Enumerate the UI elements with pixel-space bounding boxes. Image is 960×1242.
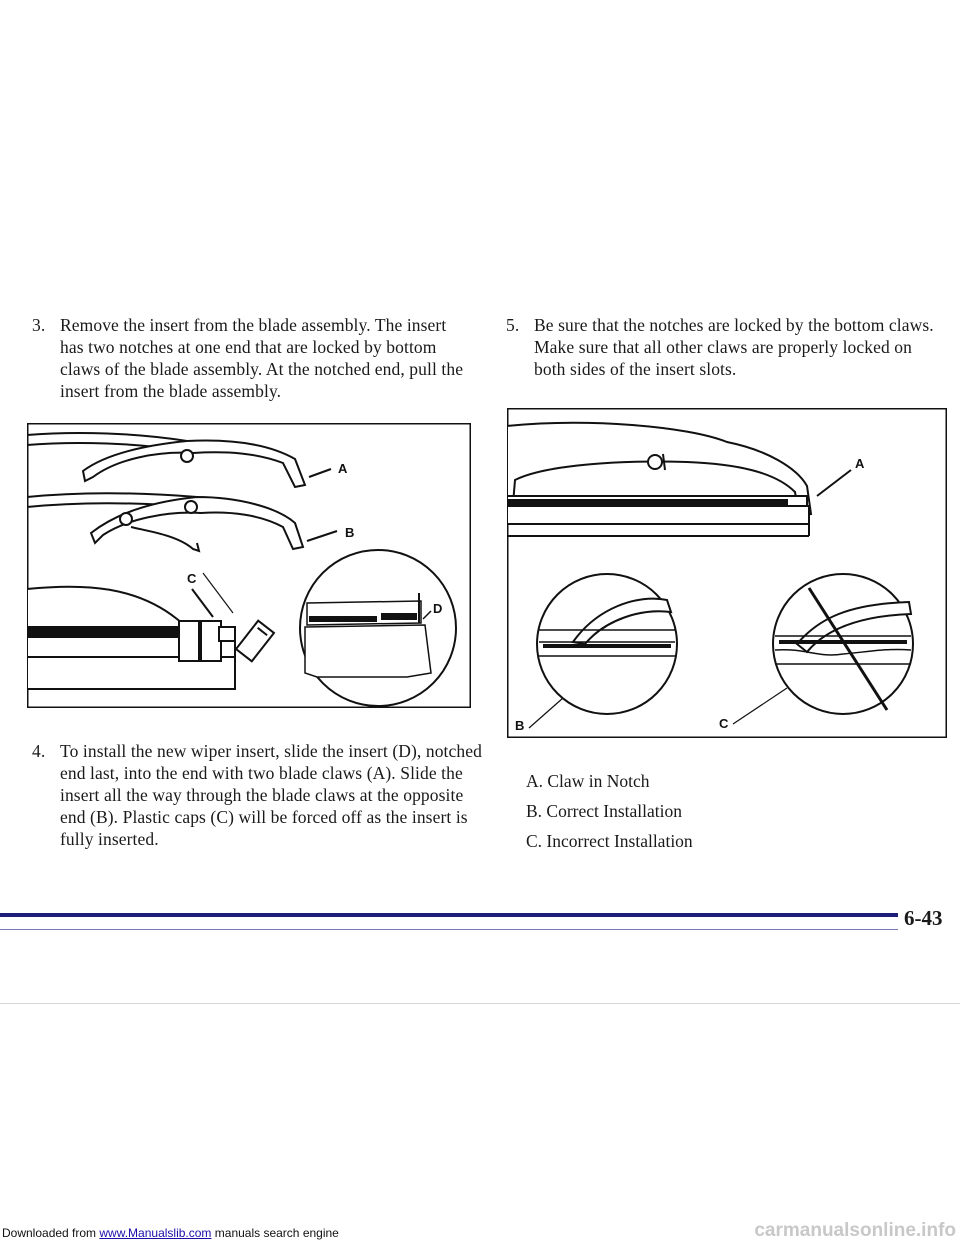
- wiper-arm-top: [27, 432, 332, 489]
- label-b: B: [515, 718, 524, 733]
- step-number: 5.: [506, 315, 520, 335]
- page-number: 6-43: [904, 906, 943, 930]
- footer-prefix: Downloaded from: [2, 1226, 100, 1240]
- step-4: 4. To install the new wiper insert, slid…: [32, 740, 482, 850]
- incorrect-installation-circle: [732, 573, 914, 725]
- scan-divider: [0, 1003, 960, 1004]
- legend-item: A. Claw in Notch: [526, 771, 650, 791]
- wiper-installation-check-illustration: A B C: [507, 408, 947, 738]
- wiper-arm-middle: [27, 492, 338, 553]
- step-3: 3. Remove the insert from the blade asse…: [32, 314, 472, 404]
- label-b: B: [345, 525, 354, 540]
- manualslib-link[interactable]: www.Manualslib.com: [99, 1226, 212, 1240]
- label-c: C: [187, 571, 197, 586]
- label-c: C: [719, 716, 729, 731]
- label-a: A: [855, 456, 865, 471]
- step-text: Remove the insert from the blade assembl…: [60, 315, 464, 401]
- legend-item: B. Correct Installation: [526, 801, 683, 821]
- step-number: 4.: [32, 741, 46, 761]
- label-a: A: [338, 461, 348, 476]
- correct-installation-circle: [528, 573, 678, 729]
- wiper-arm-assembly: [507, 421, 852, 537]
- download-footer: Downloaded from www.Manualslib.com manua…: [2, 1226, 339, 1240]
- step-number: 3.: [32, 315, 46, 335]
- step-text: To install the new wiper insert, slide t…: [60, 741, 482, 849]
- wiper-blade-bottom: [27, 585, 276, 690]
- step-5: 5. Be sure that the notches are locked b…: [506, 314, 946, 384]
- step-text: Be sure that the notches are locked by t…: [534, 315, 934, 379]
- figure-legend: A. Claw in Notch B. Correct Installation…: [526, 770, 826, 860]
- page-rule: [0, 913, 898, 917]
- wiper-removal-illustration: A B C D: [27, 423, 471, 708]
- insert-detail-circle: [299, 549, 457, 707]
- legend-item: C. Incorrect Installation: [526, 831, 693, 851]
- footer-suffix: manuals search engine: [211, 1226, 339, 1240]
- watermark: carmanualsonline.info: [754, 1220, 956, 1241]
- page-rule-thin: [0, 929, 898, 930]
- label-d: D: [433, 601, 442, 616]
